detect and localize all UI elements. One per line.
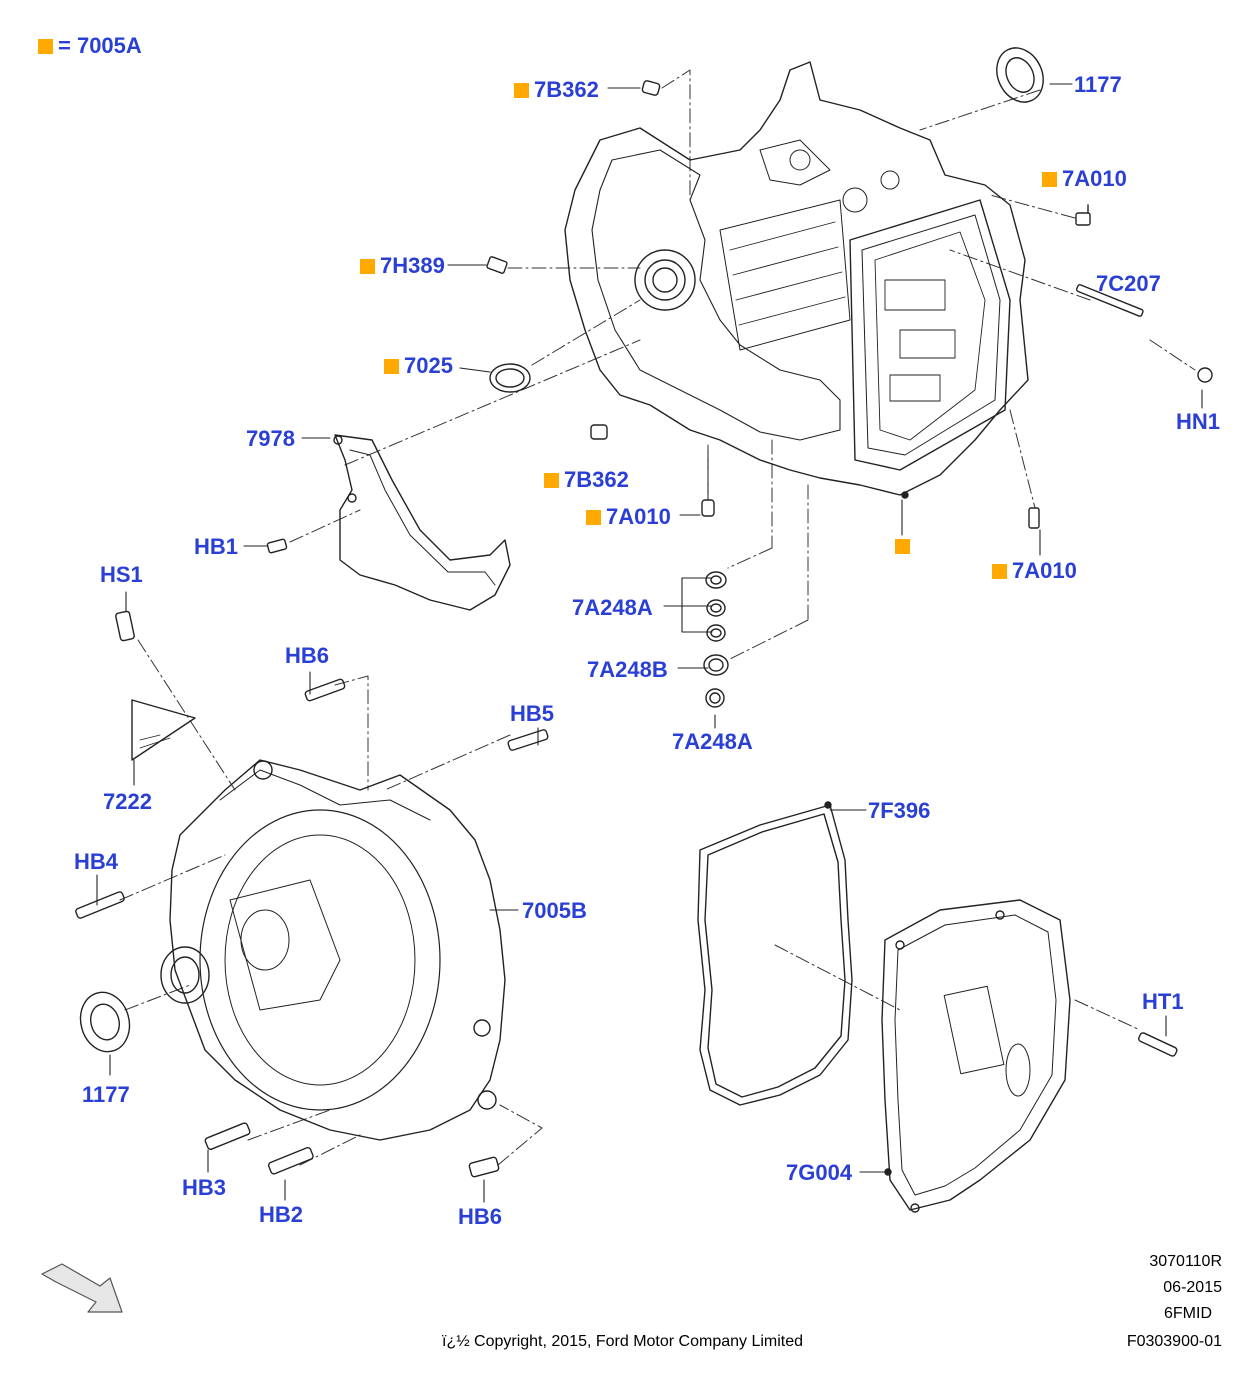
callout-hb3: HB3	[182, 1176, 226, 1200]
callout-7b362-top: 7B362	[514, 78, 599, 102]
callout-text: 7H389	[380, 253, 445, 278]
plugs-7a248	[703, 571, 729, 708]
marker	[586, 510, 601, 525]
callout-hb2: HB2	[259, 1203, 303, 1227]
callout-7h389: 7H389	[360, 254, 445, 278]
callout-text: HB2	[259, 1202, 304, 1227]
callout-text: HB5	[510, 701, 555, 726]
callout-text: 7222	[103, 789, 152, 814]
callout-text: HN1	[1176, 409, 1221, 434]
callout-7005b: 7005B	[522, 899, 587, 923]
callout-7a010-r2: 7A010	[992, 559, 1077, 583]
callout-7b362-mid: 7B362	[544, 468, 629, 492]
callout-text: 7978	[246, 426, 295, 451]
callout-hb6-bot: HB6	[458, 1205, 502, 1229]
side-cover-7g004	[881, 899, 1071, 1213]
label-plate-7222	[131, 699, 196, 761]
marker	[544, 473, 559, 488]
main-case-7005a	[564, 61, 1029, 499]
callout-text: 7025	[404, 353, 453, 378]
callout-7978: 7978	[246, 427, 295, 451]
callout-text: 7F396	[868, 798, 931, 823]
case-marker-square	[895, 539, 910, 554]
figure-id: F0303900-01	[1126, 1333, 1222, 1350]
small-parts-top	[486, 47, 1213, 529]
callout-7a248a-2: 7A248A	[672, 730, 753, 754]
callout-hb1: HB1	[194, 535, 238, 559]
callout-text: 7A010	[606, 504, 671, 529]
callout-7025: 7025	[384, 354, 453, 378]
callout-7a010-r1: 7A010	[1042, 167, 1127, 191]
callout-text: 1177	[1074, 72, 1122, 97]
callout-7f396: 7F396	[868, 799, 930, 823]
legend-label: = 7005A	[58, 33, 142, 58]
callout-text: 7A248A	[672, 729, 753, 754]
copyright: ï¿½ Copyright, 2015, Ford Motor Company …	[442, 1333, 804, 1350]
callout-text: 7A248B	[587, 657, 668, 682]
callout-hb4: HB4	[74, 850, 118, 874]
callout-text: HB1	[194, 534, 239, 559]
view-direction-arrow	[41, 1263, 123, 1313]
model-code: 6FMID	[1164, 1305, 1212, 1322]
marker	[992, 564, 1007, 579]
callout-text: 7A010	[1012, 558, 1077, 583]
callout-text: 7C207	[1096, 271, 1161, 296]
callout-7a248a-1: 7A248A	[572, 596, 653, 620]
callout-ht1: HT1	[1142, 990, 1184, 1014]
callout-text: 7G004	[786, 1160, 853, 1185]
callout-text: HS1	[100, 562, 143, 587]
callout-7g004: 7G004	[786, 1161, 852, 1185]
callout-hb6-top: HB6	[285, 644, 329, 668]
callout-hs1: HS1	[100, 563, 143, 587]
dash-dot-lines	[119, 69, 1196, 1166]
date: 06-2015	[1163, 1279, 1222, 1296]
converter-housing-7005b	[79, 759, 506, 1141]
callout-text: 7B362	[534, 77, 599, 102]
legend-marker	[38, 39, 53, 54]
callout-7c207: 7C207	[1096, 272, 1161, 296]
leader-lines	[96, 83, 1203, 1203]
callout-text: 7A010	[1062, 166, 1127, 191]
callout-1177-bot: 1177	[82, 1083, 130, 1107]
callout-text: HB6	[458, 1204, 503, 1229]
callout-text: HB4	[74, 849, 119, 874]
ref-number: 3070110R	[1149, 1253, 1222, 1270]
gasket-7f396	[697, 801, 853, 1106]
callout-hn1: HN1	[1176, 410, 1220, 434]
marker	[360, 259, 375, 274]
marker	[384, 359, 399, 374]
callout-text: HT1	[1142, 989, 1184, 1014]
callout-text: 7A248A	[572, 595, 653, 620]
callout-7a010-mid: 7A010	[586, 505, 671, 529]
callout-hb5: HB5	[510, 702, 554, 726]
callout-7222: 7222	[103, 790, 152, 814]
bolts-lower	[75, 610, 1178, 1178]
callout-1177-top: 1177	[1074, 73, 1122, 97]
marker	[514, 83, 529, 98]
marker	[1042, 172, 1057, 187]
callout-text: HB6	[285, 643, 330, 668]
callout-text: 7B362	[564, 467, 629, 492]
shield-7978	[266, 434, 511, 611]
legend: = 7005A	[38, 34, 142, 58]
callout-text: 1177	[82, 1082, 130, 1107]
callout-text: HB3	[182, 1175, 227, 1200]
callout-7a248b: 7A248B	[587, 658, 668, 682]
callout-text: 7005B	[522, 898, 587, 923]
